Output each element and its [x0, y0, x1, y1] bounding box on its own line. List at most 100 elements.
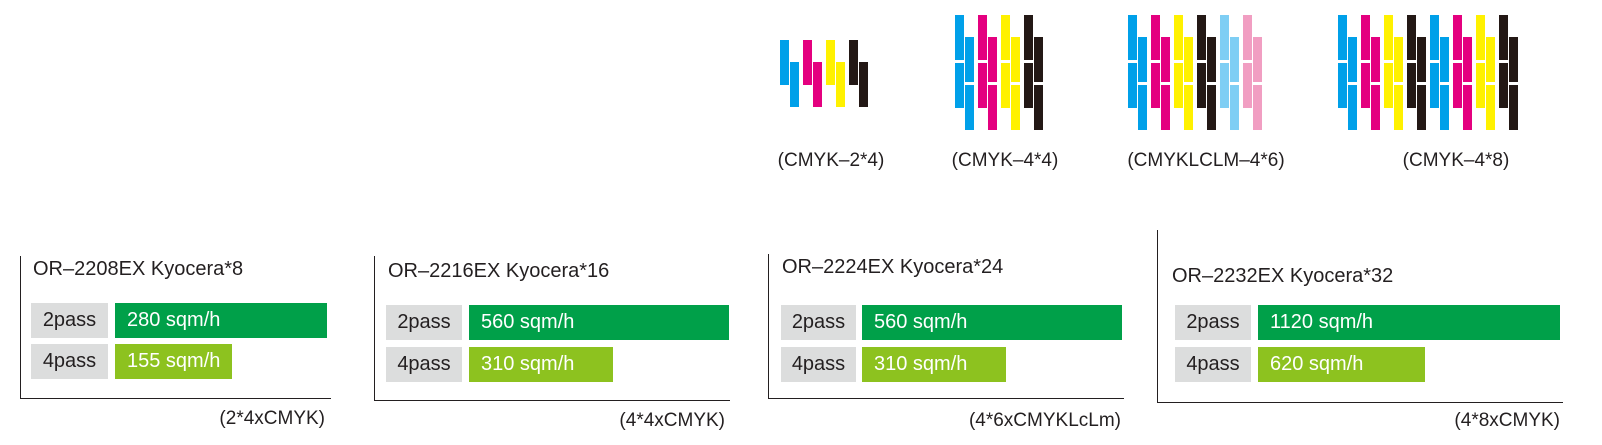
nozzle-bar-y [1184, 37, 1193, 82]
nozzle-bar-c [965, 37, 974, 82]
nozzle-bar-m [1361, 15, 1370, 60]
bar-2pass: 560 sqm/h [469, 305, 729, 340]
bar-value-label: 280 sqm/h [127, 309, 221, 331]
nozzle-bar-y [1486, 85, 1495, 130]
nozzle-bar-lm [1253, 37, 1262, 82]
nozzle-bar-k [1407, 63, 1416, 108]
head-layout-3 [1128, 15, 1262, 130]
nozzle-bar-y [1001, 63, 1010, 108]
head-layout-1 [780, 40, 868, 107]
pass-label-4pass: 4pass [781, 347, 856, 382]
nozzle-bar-m [978, 63, 987, 108]
nozzle-bar-y [1011, 85, 1020, 130]
pass-label-4pass: 4pass [1175, 347, 1251, 382]
nozzle-bar-y [836, 62, 845, 107]
nozzle-bar-m [1453, 63, 1462, 108]
head-layout-4 [1338, 15, 1518, 130]
panel-title: OR–2208EX Kyocera*8 [33, 258, 244, 280]
nozzle-bar-k [1024, 15, 1033, 60]
head-layout-2 [955, 15, 1043, 130]
bar-4pass: 310 sqm/h [862, 347, 1006, 382]
nozzle-bar-c [1128, 63, 1137, 108]
bar-value-label: 310 sqm/h [481, 353, 575, 375]
nozzle-bar-y [1184, 85, 1193, 130]
nozzle-bar-c [1138, 37, 1147, 82]
nozzle-bar-c [965, 85, 974, 130]
bar-value-label: 155 sqm/h [127, 350, 221, 372]
model-panel-or-2224ex: OR–2224EX Kyocera*24 2pass 4pass 560 sqm… [768, 254, 1124, 399]
nozzle-bar-c [1440, 85, 1449, 130]
nozzle-bar-k [1417, 85, 1426, 130]
nozzle-bar-k [849, 40, 858, 85]
bar-4pass: 155 sqm/h [115, 344, 232, 379]
pass-label-2pass: 2pass [31, 303, 108, 338]
nozzle-bar-k [1499, 63, 1508, 108]
pass-label-2pass: 2pass [386, 305, 462, 340]
nozzle-bar-k [1407, 15, 1416, 60]
nozzle-bar-y [1476, 63, 1485, 108]
nozzle-bar-c [1338, 15, 1347, 60]
bar-value-label: 560 sqm/h [481, 311, 575, 333]
model-panel-or-2216ex: OR–2216EX Kyocera*16 2pass 4pass 560 sqm… [374, 256, 730, 401]
nozzle-bar-lc [1220, 15, 1229, 60]
nozzle-bar-lm [1253, 85, 1262, 130]
nozzle-bar-y [1394, 85, 1403, 130]
nozzle-bar-m [1151, 63, 1160, 108]
nozzle-bar-c [1430, 63, 1439, 108]
nozzle-bar-c [1338, 63, 1347, 108]
nozzle-bar-y [1476, 15, 1485, 60]
nozzle-bar-m [1463, 37, 1472, 82]
pass-label-2pass: 2pass [781, 305, 856, 340]
config-label-or-2216ex: (4*4xCMYK) [619, 410, 725, 431]
nozzle-bar-m [1161, 37, 1170, 82]
panel-title: OR–2232EX Kyocera*32 [1172, 265, 1394, 287]
nozzle-bar-m [1371, 37, 1380, 82]
nozzle-bar-k [1197, 63, 1206, 108]
nozzle-bar-m [988, 37, 997, 82]
nozzle-bar-y [1384, 63, 1393, 108]
nozzle-bar-y [1001, 15, 1010, 60]
nozzle-bar-y [1384, 15, 1393, 60]
nozzle-bar-y [1011, 37, 1020, 82]
nozzle-bar-k [1509, 85, 1518, 130]
nozzle-bar-c [1440, 37, 1449, 82]
bar-4pass: 620 sqm/h [1258, 347, 1425, 382]
nozzle-bar-m [1463, 85, 1472, 130]
bar-value-label: 1120 sqm/h [1270, 311, 1374, 333]
nozzle-bar-c [790, 62, 799, 107]
bar-value-label: 310 sqm/h [874, 353, 968, 375]
head-layout-1-label: (CMYK–2*4) [777, 150, 885, 171]
pass-label-4pass: 4pass [31, 344, 108, 379]
nozzle-bar-lc [1220, 63, 1229, 108]
nozzle-bar-m [988, 85, 997, 130]
head-layout-4-label: (CMYK–4*8) [1402, 150, 1510, 171]
nozzle-bar-k [1499, 15, 1508, 60]
pass-label-2pass: 2pass [1175, 305, 1251, 340]
nozzle-bar-k [1207, 37, 1216, 82]
nozzle-bar-m [1161, 85, 1170, 130]
model-panel-or-2232ex: OR–2232EX Kyocera*32 2pass 4pass 1120 sq… [1157, 230, 1563, 403]
nozzle-bar-m [978, 15, 987, 60]
nozzle-bar-lm [1243, 63, 1252, 108]
config-label-or-2208ex: (2*4xCMYK) [219, 408, 325, 429]
head-layout-2-label: (CMYK–4*4) [951, 150, 1059, 171]
nozzle-bar-lc [1230, 37, 1239, 82]
nozzle-bar-y [1486, 37, 1495, 82]
bar-4pass: 310 sqm/h [469, 347, 613, 382]
nozzle-bar-c [1348, 85, 1357, 130]
nozzle-bar-k [1417, 37, 1426, 82]
panel-title: OR–2224EX Kyocera*24 [782, 256, 1004, 278]
pass-label-4pass: 4pass [386, 347, 462, 382]
nozzle-bar-m [1453, 15, 1462, 60]
panel-title: OR–2216EX Kyocera*16 [388, 260, 610, 282]
model-panel-or-2208ex: OR–2208EX Kyocera*8 2pass 4pass 280 sqm/… [20, 256, 331, 399]
nozzle-bar-c [1138, 85, 1147, 130]
nozzle-bar-y [1394, 37, 1403, 82]
nozzle-bar-k [1509, 37, 1518, 82]
head-layout-3-label: (CMYKLCLM–4*6) [1127, 150, 1285, 171]
nozzle-bar-lc [1230, 85, 1239, 130]
nozzle-bar-k [1197, 15, 1206, 60]
nozzle-bar-c [1430, 15, 1439, 60]
nozzle-bar-m [1151, 15, 1160, 60]
nozzle-bar-y [1174, 63, 1183, 108]
